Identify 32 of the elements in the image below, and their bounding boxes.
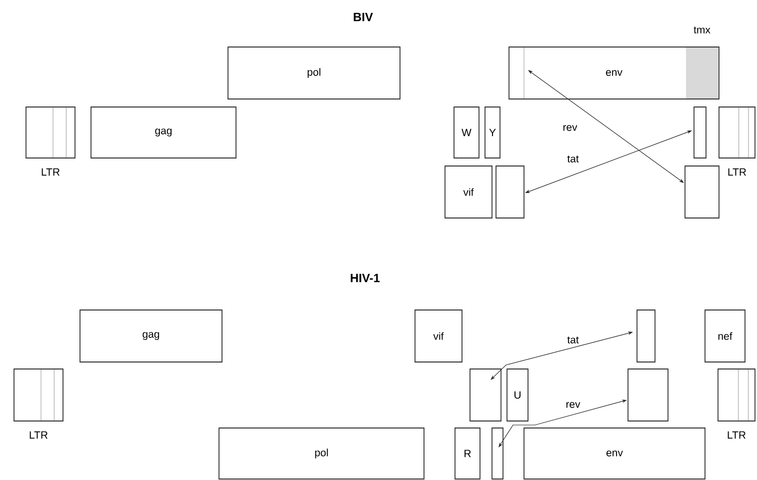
gene-box: env: [508, 46, 720, 100]
gene-box: [684, 166, 720, 218]
gene-box: Y: [484, 106, 500, 158]
gene-box: env: [524, 428, 706, 480]
gene-box: [694, 106, 706, 158]
gene-box: [628, 368, 668, 422]
gene-box: gag: [90, 106, 236, 158]
section-title: BIV: [354, 12, 373, 22]
gene-label: LTR: [728, 431, 746, 439]
gene-label: LTR: [30, 431, 48, 439]
gene-box: vif: [414, 310, 462, 362]
gene-box: W: [454, 106, 480, 158]
gene-label: tmx: [694, 26, 710, 34]
edge-label: rev: [563, 125, 578, 131]
edge-label: rev: [566, 402, 580, 408]
gene-box: [496, 166, 524, 218]
gene-box: [636, 310, 656, 362]
edge-label: tat: [567, 156, 579, 162]
arrow: [528, 70, 684, 183]
gene-box: pol: [218, 428, 424, 480]
gene-label: LTR: [728, 168, 746, 176]
section-title: HIV-1: [350, 274, 380, 282]
gene-box: gag: [80, 310, 222, 362]
gene-box: nef: [704, 310, 746, 362]
gene-label: LTR: [42, 168, 60, 176]
gene-box: R: [454, 428, 480, 480]
edge-label: tat: [567, 336, 579, 344]
gene-box: [492, 428, 504, 480]
gene-box: pol: [228, 46, 400, 100]
gene-box: [470, 368, 502, 422]
gene-box: vif: [444, 166, 492, 218]
gene-box: U: [506, 368, 528, 422]
